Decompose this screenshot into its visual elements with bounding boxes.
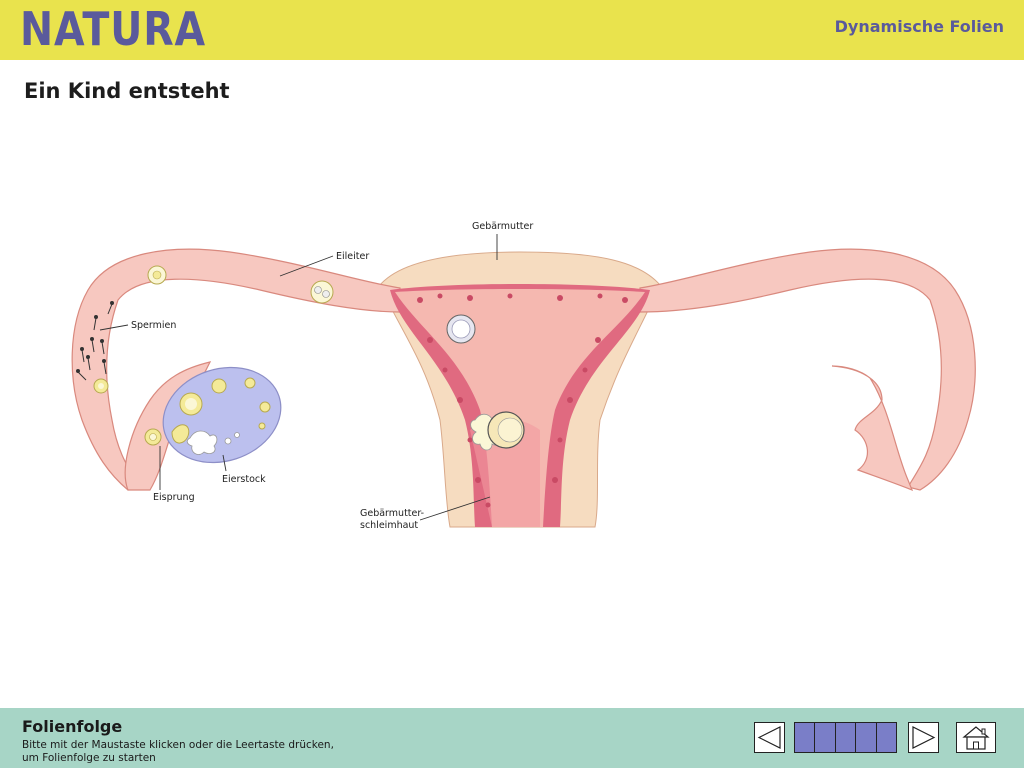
product-label: Dynamische Folien: [834, 17, 1004, 36]
zygote: [310, 280, 334, 304]
label-uterus: Gebärmutter: [472, 221, 533, 232]
home-icon: [962, 726, 990, 750]
label-endometrium-line1: Gebärmutter-: [360, 508, 424, 519]
progress-segment[interactable]: [876, 723, 897, 752]
header-bar: NATURA Dynamische Folien: [0, 0, 1024, 60]
home-button[interactable]: [956, 722, 996, 753]
progress-segment[interactable]: [815, 723, 836, 752]
progress-segment[interactable]: [795, 723, 816, 752]
label-leaders: [99, 234, 498, 521]
progress-segment[interactable]: [835, 723, 857, 752]
footer-instruction-1: Bitte mit der Maustaste klicken oder die…: [22, 739, 334, 751]
right-oviduct: [639, 248, 976, 491]
right-fimbria: [831, 365, 914, 492]
label-ovulation: Eisprung: [153, 492, 195, 503]
next-arrow-icon: [912, 726, 936, 749]
label-sperm: Spermien: [131, 320, 176, 331]
label-endometrium-line2: schleimhaut: [360, 520, 418, 531]
ovary: [162, 366, 282, 464]
footer-instruction-2: um Folienfolge zu starten: [22, 752, 156, 764]
label-oviduct: Eileiter: [336, 251, 369, 262]
progress-segment[interactable]: [856, 723, 877, 752]
next-button[interactable]: [908, 722, 939, 753]
slide-progress-bar[interactable]: [794, 722, 897, 753]
uterine-cavity: [395, 289, 645, 527]
natura-logo: NATURA: [20, 2, 207, 56]
prev-arrow-icon: [757, 726, 781, 749]
footer-bar: Folienfolge Bitte mit der Maustaste klic…: [0, 708, 1024, 768]
endometrium-texture: [417, 293, 628, 508]
footer-title: Folienfolge: [22, 717, 123, 736]
sperm-cells: [76, 301, 114, 381]
slide-title: Ein Kind entsteht: [24, 79, 230, 103]
prev-button[interactable]: [754, 722, 785, 753]
ovary-follicles: [171, 377, 271, 455]
label-ovary: Eierstock: [222, 474, 266, 485]
